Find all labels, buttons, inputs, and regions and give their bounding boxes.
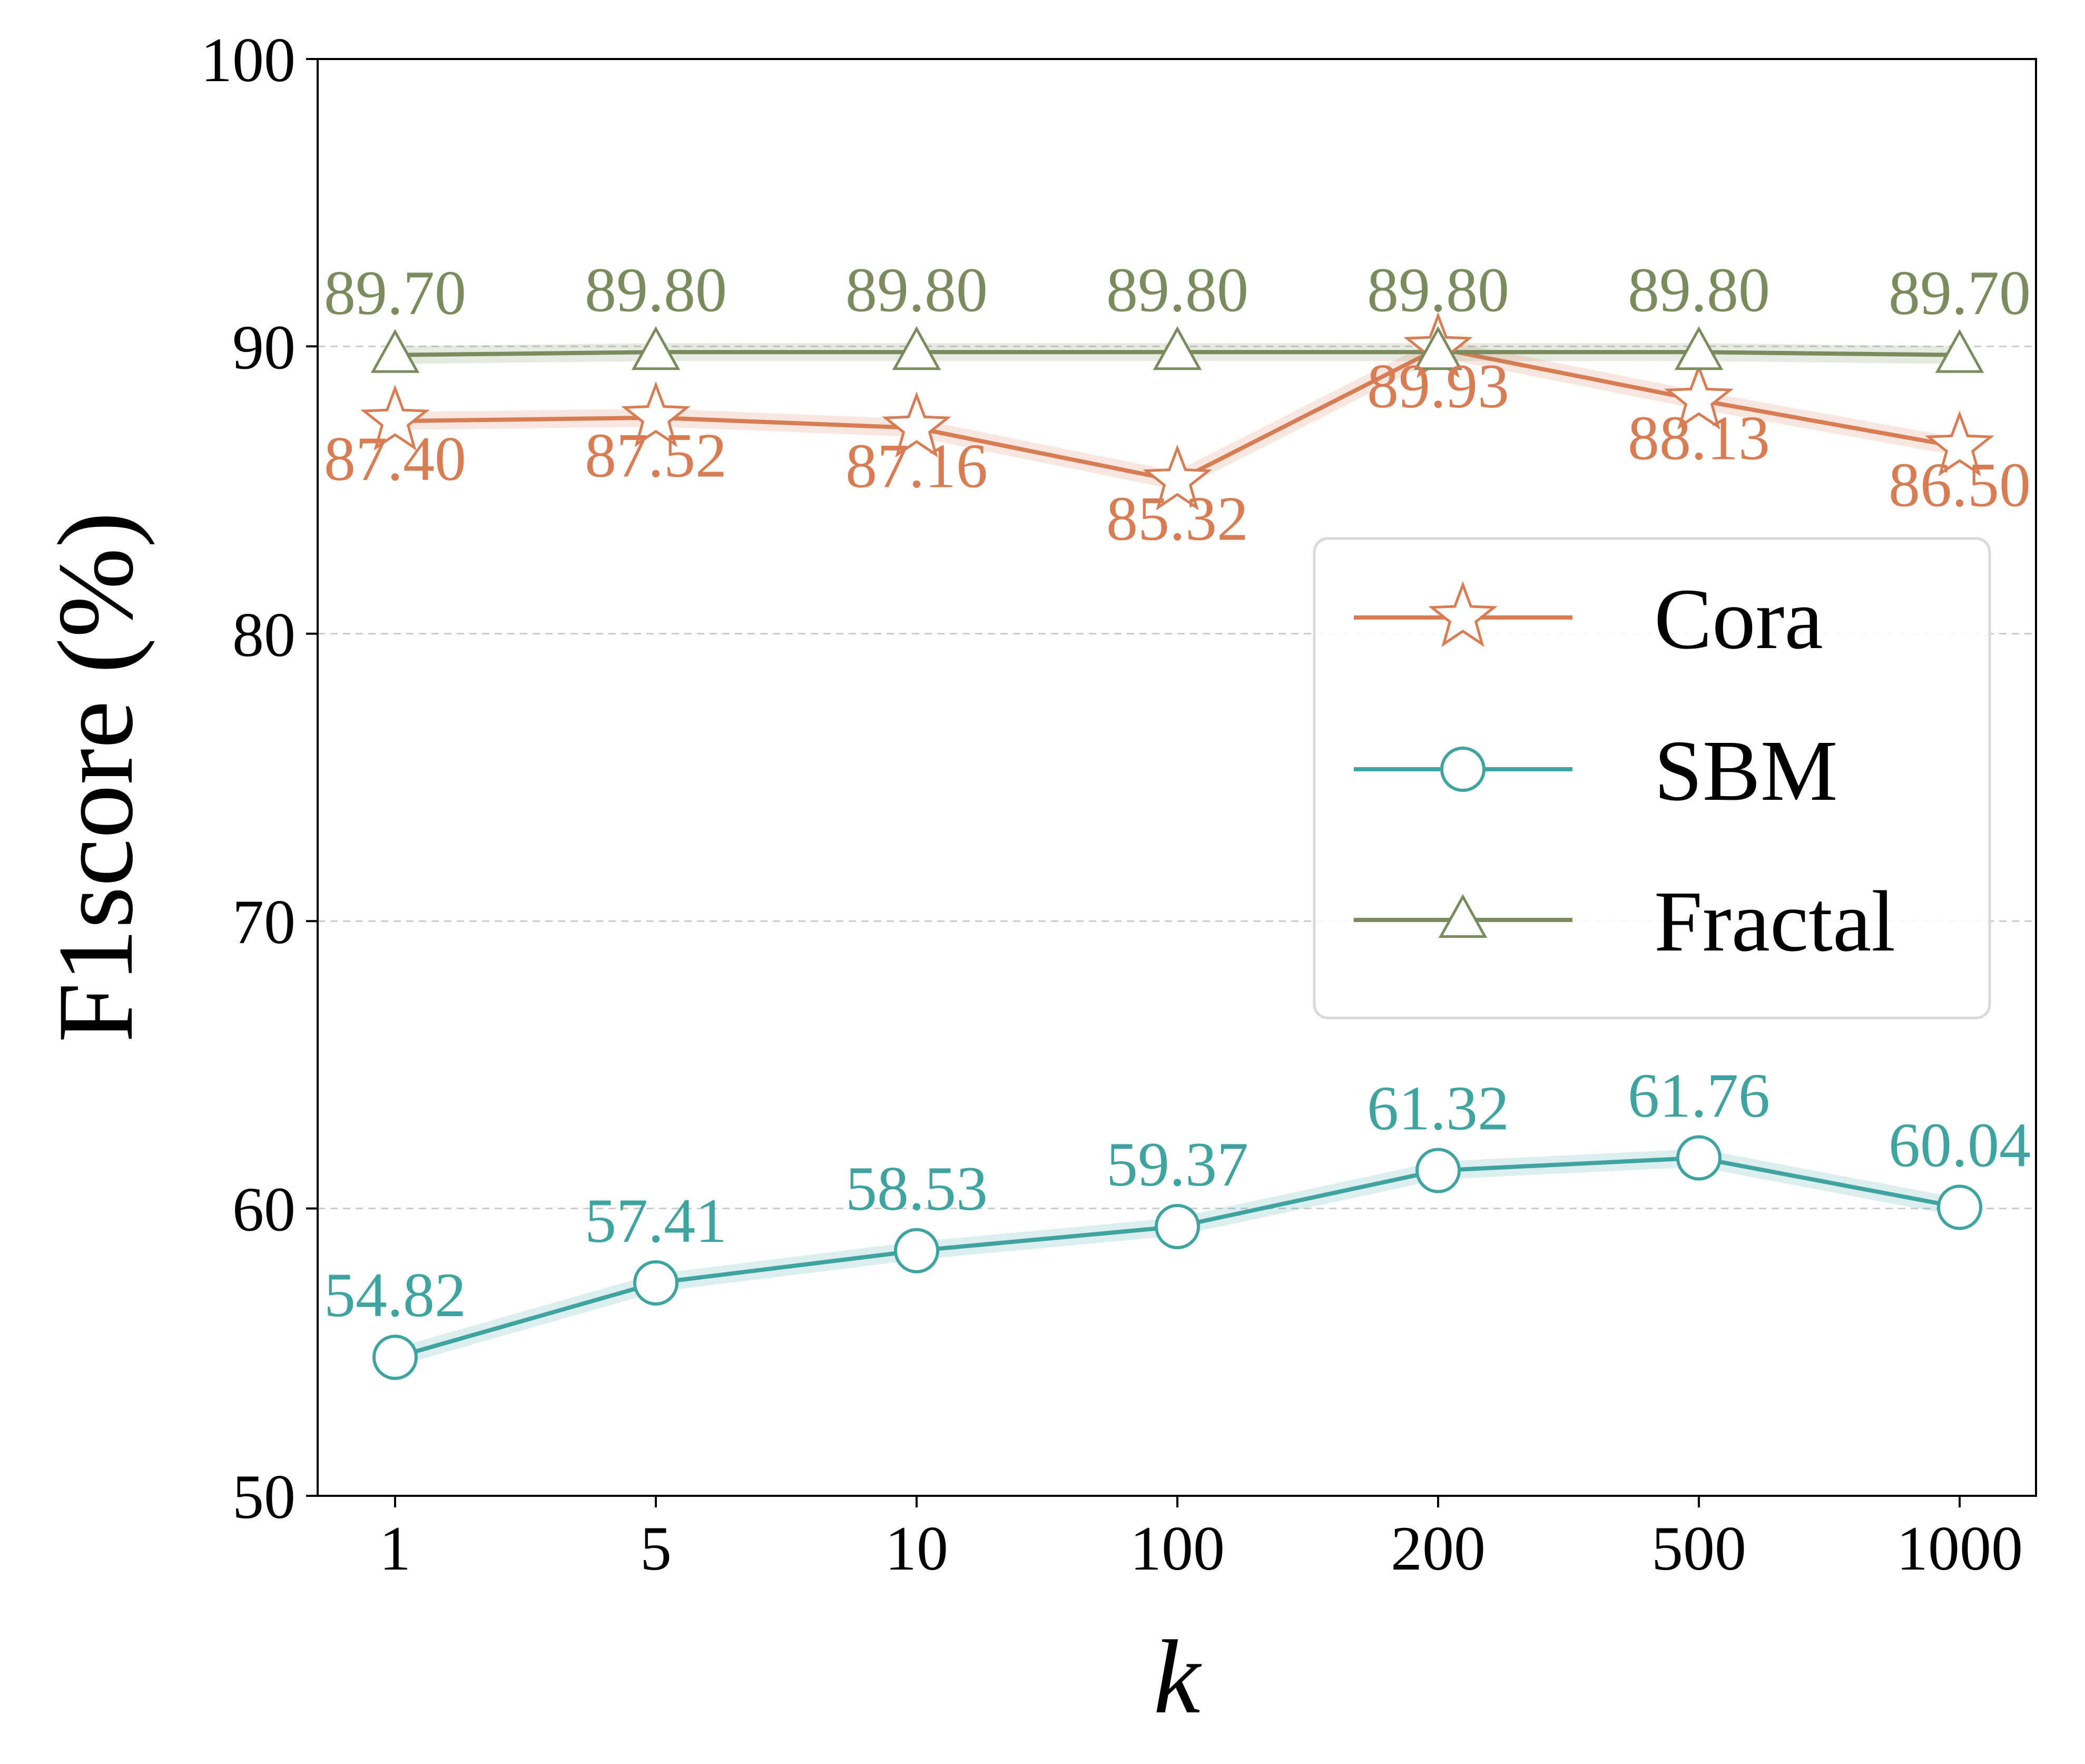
data-label-fractal: 89.80	[1367, 254, 1509, 325]
legend-marker-sbm	[1440, 747, 1486, 792]
data-point-cora	[621, 381, 691, 447]
y-tick-label: 60	[232, 1174, 296, 1244]
data-point-cora	[1664, 364, 1734, 430]
legend-label-sbm: SBM	[1654, 722, 1838, 819]
data-point-sbm	[372, 1335, 418, 1380]
x-axis-title: k	[1154, 1619, 1202, 1736]
x-tick-label: 200	[1391, 1513, 1486, 1583]
data-label-fractal: 89.70	[1889, 258, 2031, 328]
axes: 50 60 70 80 90 100 1 5 10 100 200 500 1000	[201, 25, 2023, 1583]
x-tick-label: 5	[640, 1513, 672, 1583]
y-tick-label: 90	[232, 312, 296, 382]
data-label-fractal: 89.80	[1628, 254, 1770, 325]
y-axis-title: F1score (%)	[36, 512, 155, 1043]
data-label-sbm: 58.53	[845, 1153, 988, 1223]
data-label-fractal: 89.80	[585, 254, 727, 325]
x-tick-label: 10	[885, 1513, 948, 1583]
data-label-sbm: 54.82	[324, 1260, 466, 1330]
data-point-cora	[1925, 410, 1994, 477]
legend-marker-fractal	[1438, 894, 1488, 938]
data-label-sbm: 61.32	[1367, 1073, 1509, 1143]
x-tick-label: 1	[379, 1513, 411, 1583]
y-tick-label: 100	[201, 25, 296, 95]
data-point-cora	[882, 391, 951, 458]
x-tick-label: 500	[1651, 1513, 1746, 1583]
data-point-sbm	[1155, 1203, 1200, 1249]
data-labels: 87.40 87.52 87.16 85.32 89.93 88.13 86.50 54.82…	[324, 254, 2031, 1330]
data-label-sbm: 60.04	[1889, 1110, 2031, 1180]
data-point-fractal	[1935, 329, 1984, 373]
y-tick-label: 50	[232, 1462, 296, 1532]
x-tick-label: 100	[1130, 1513, 1225, 1583]
legend-marker-cora	[1428, 581, 1498, 647]
markers	[360, 312, 1994, 1380]
x-tick-label: 1000	[1896, 1513, 2023, 1583]
data-label-fractal: 89.70	[324, 258, 466, 328]
data-point-sbm	[1676, 1135, 1722, 1181]
data-point-sbm	[633, 1260, 678, 1306]
data-point-fractal	[631, 326, 681, 370]
data-point-sbm	[1415, 1148, 1461, 1193]
data-point-fractal	[370, 329, 420, 373]
data-label-sbm: 59.37	[1106, 1129, 1248, 1199]
data-point-cora	[360, 385, 430, 451]
data-label-fractal: 89.80	[845, 254, 988, 325]
data-point-fractal	[892, 326, 941, 370]
data-label-cora: 87.40	[324, 424, 466, 494]
legend-label-cora: Cora	[1654, 571, 1823, 667]
data-point-fractal	[1153, 326, 1202, 370]
data-label-fractal: 89.80	[1106, 254, 1248, 325]
data-label-cora: 87.52	[585, 420, 727, 491]
data-label-cora: 88.13	[1628, 403, 1770, 473]
legend-box	[1313, 537, 1991, 1020]
data-label-cora: 85.32	[1106, 484, 1248, 554]
y-tick-label: 70	[232, 887, 296, 957]
data-label-sbm: 61.76	[1628, 1061, 1770, 1131]
data-point-sbm	[1937, 1184, 1982, 1230]
data-label-cora: 87.16	[845, 430, 988, 501]
data-label-sbm: 57.41	[585, 1185, 727, 1256]
data-point-sbm	[894, 1228, 939, 1273]
data-label-cora: 89.93	[1367, 351, 1509, 421]
data-label-cora: 86.50	[1889, 449, 2031, 520]
legend-label-fractal: Fractal	[1654, 873, 1895, 969]
y-tick-label: 80	[232, 600, 296, 670]
data-point-fractal	[1674, 326, 1724, 370]
data-point-fractal	[1413, 326, 1463, 370]
data-point-cora	[1143, 444, 1212, 511]
